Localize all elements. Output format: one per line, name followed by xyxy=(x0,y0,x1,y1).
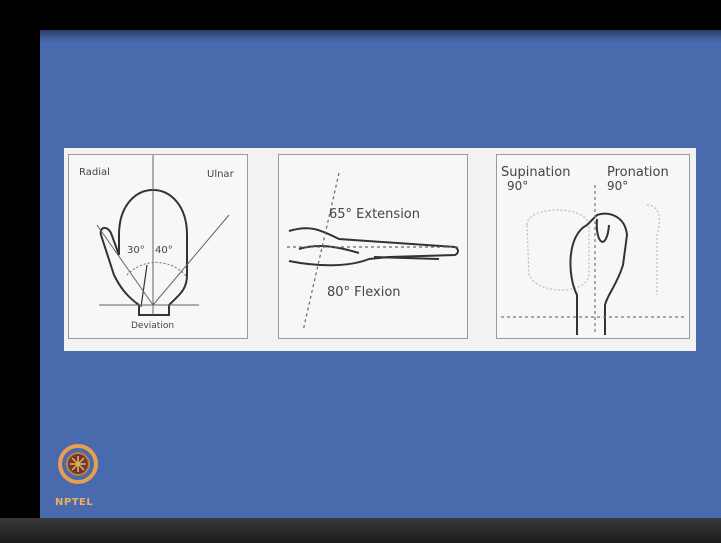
deviation-panel: Radial Ulnar 30° 40° Deviation xyxy=(68,154,248,339)
deviation-caption: Deviation xyxy=(131,321,174,331)
ulnar-label: Ulnar xyxy=(207,169,234,180)
radial-label: Radial xyxy=(79,167,110,178)
supination-label: Supination xyxy=(501,167,570,179)
nptel-emblem xyxy=(52,440,112,500)
pronation-angle: 90° xyxy=(607,179,628,193)
flexion-label: 80° Flexion xyxy=(327,285,401,300)
wrist-range-of-motion-figure: Radial Ulnar 30° 40° Deviation 65° Exten… xyxy=(64,148,696,351)
pronation-label: Pronation xyxy=(607,167,669,179)
supination-angle: 90° xyxy=(507,179,528,193)
extension-label: 65° Extension xyxy=(329,207,420,222)
ulnar-angle-label: 40° xyxy=(155,245,173,256)
hand-flexion-drawing xyxy=(279,155,469,340)
nptel-logo-text: NPTEL xyxy=(55,497,93,508)
flexion-extension-panel: 65° Extension 80° Flexion xyxy=(278,154,468,339)
bottom-video-band xyxy=(0,518,721,543)
rotation-panel: Supination 90° Pronation 90° xyxy=(496,154,690,339)
radial-angle-label: 30° xyxy=(127,245,145,256)
slide-top-edge xyxy=(40,30,721,42)
